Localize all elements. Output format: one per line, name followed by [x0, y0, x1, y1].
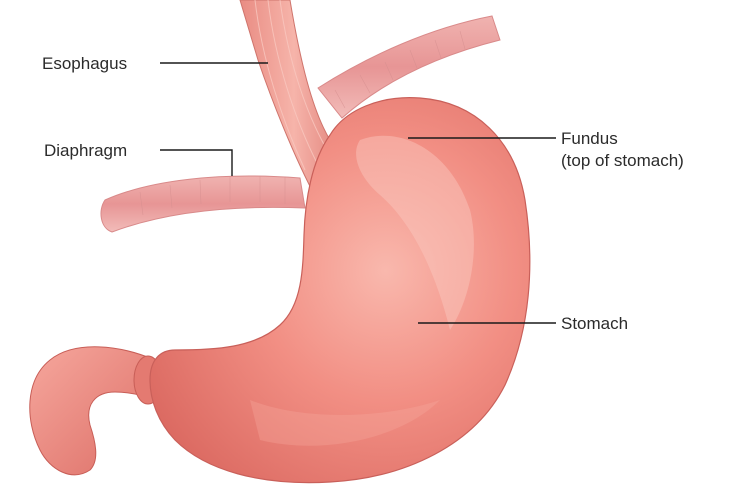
- diaphragm-label: Diaphragm: [44, 141, 127, 160]
- fundus-label: Fundus: [561, 129, 618, 148]
- fundus-sublabel: (top of stomach): [561, 151, 684, 170]
- diaphragm-left-band: [101, 176, 305, 232]
- stomach-label: Stomach: [561, 314, 628, 333]
- esophagus-label: Esophagus: [42, 54, 127, 73]
- diaphragm-leader: [160, 150, 232, 176]
